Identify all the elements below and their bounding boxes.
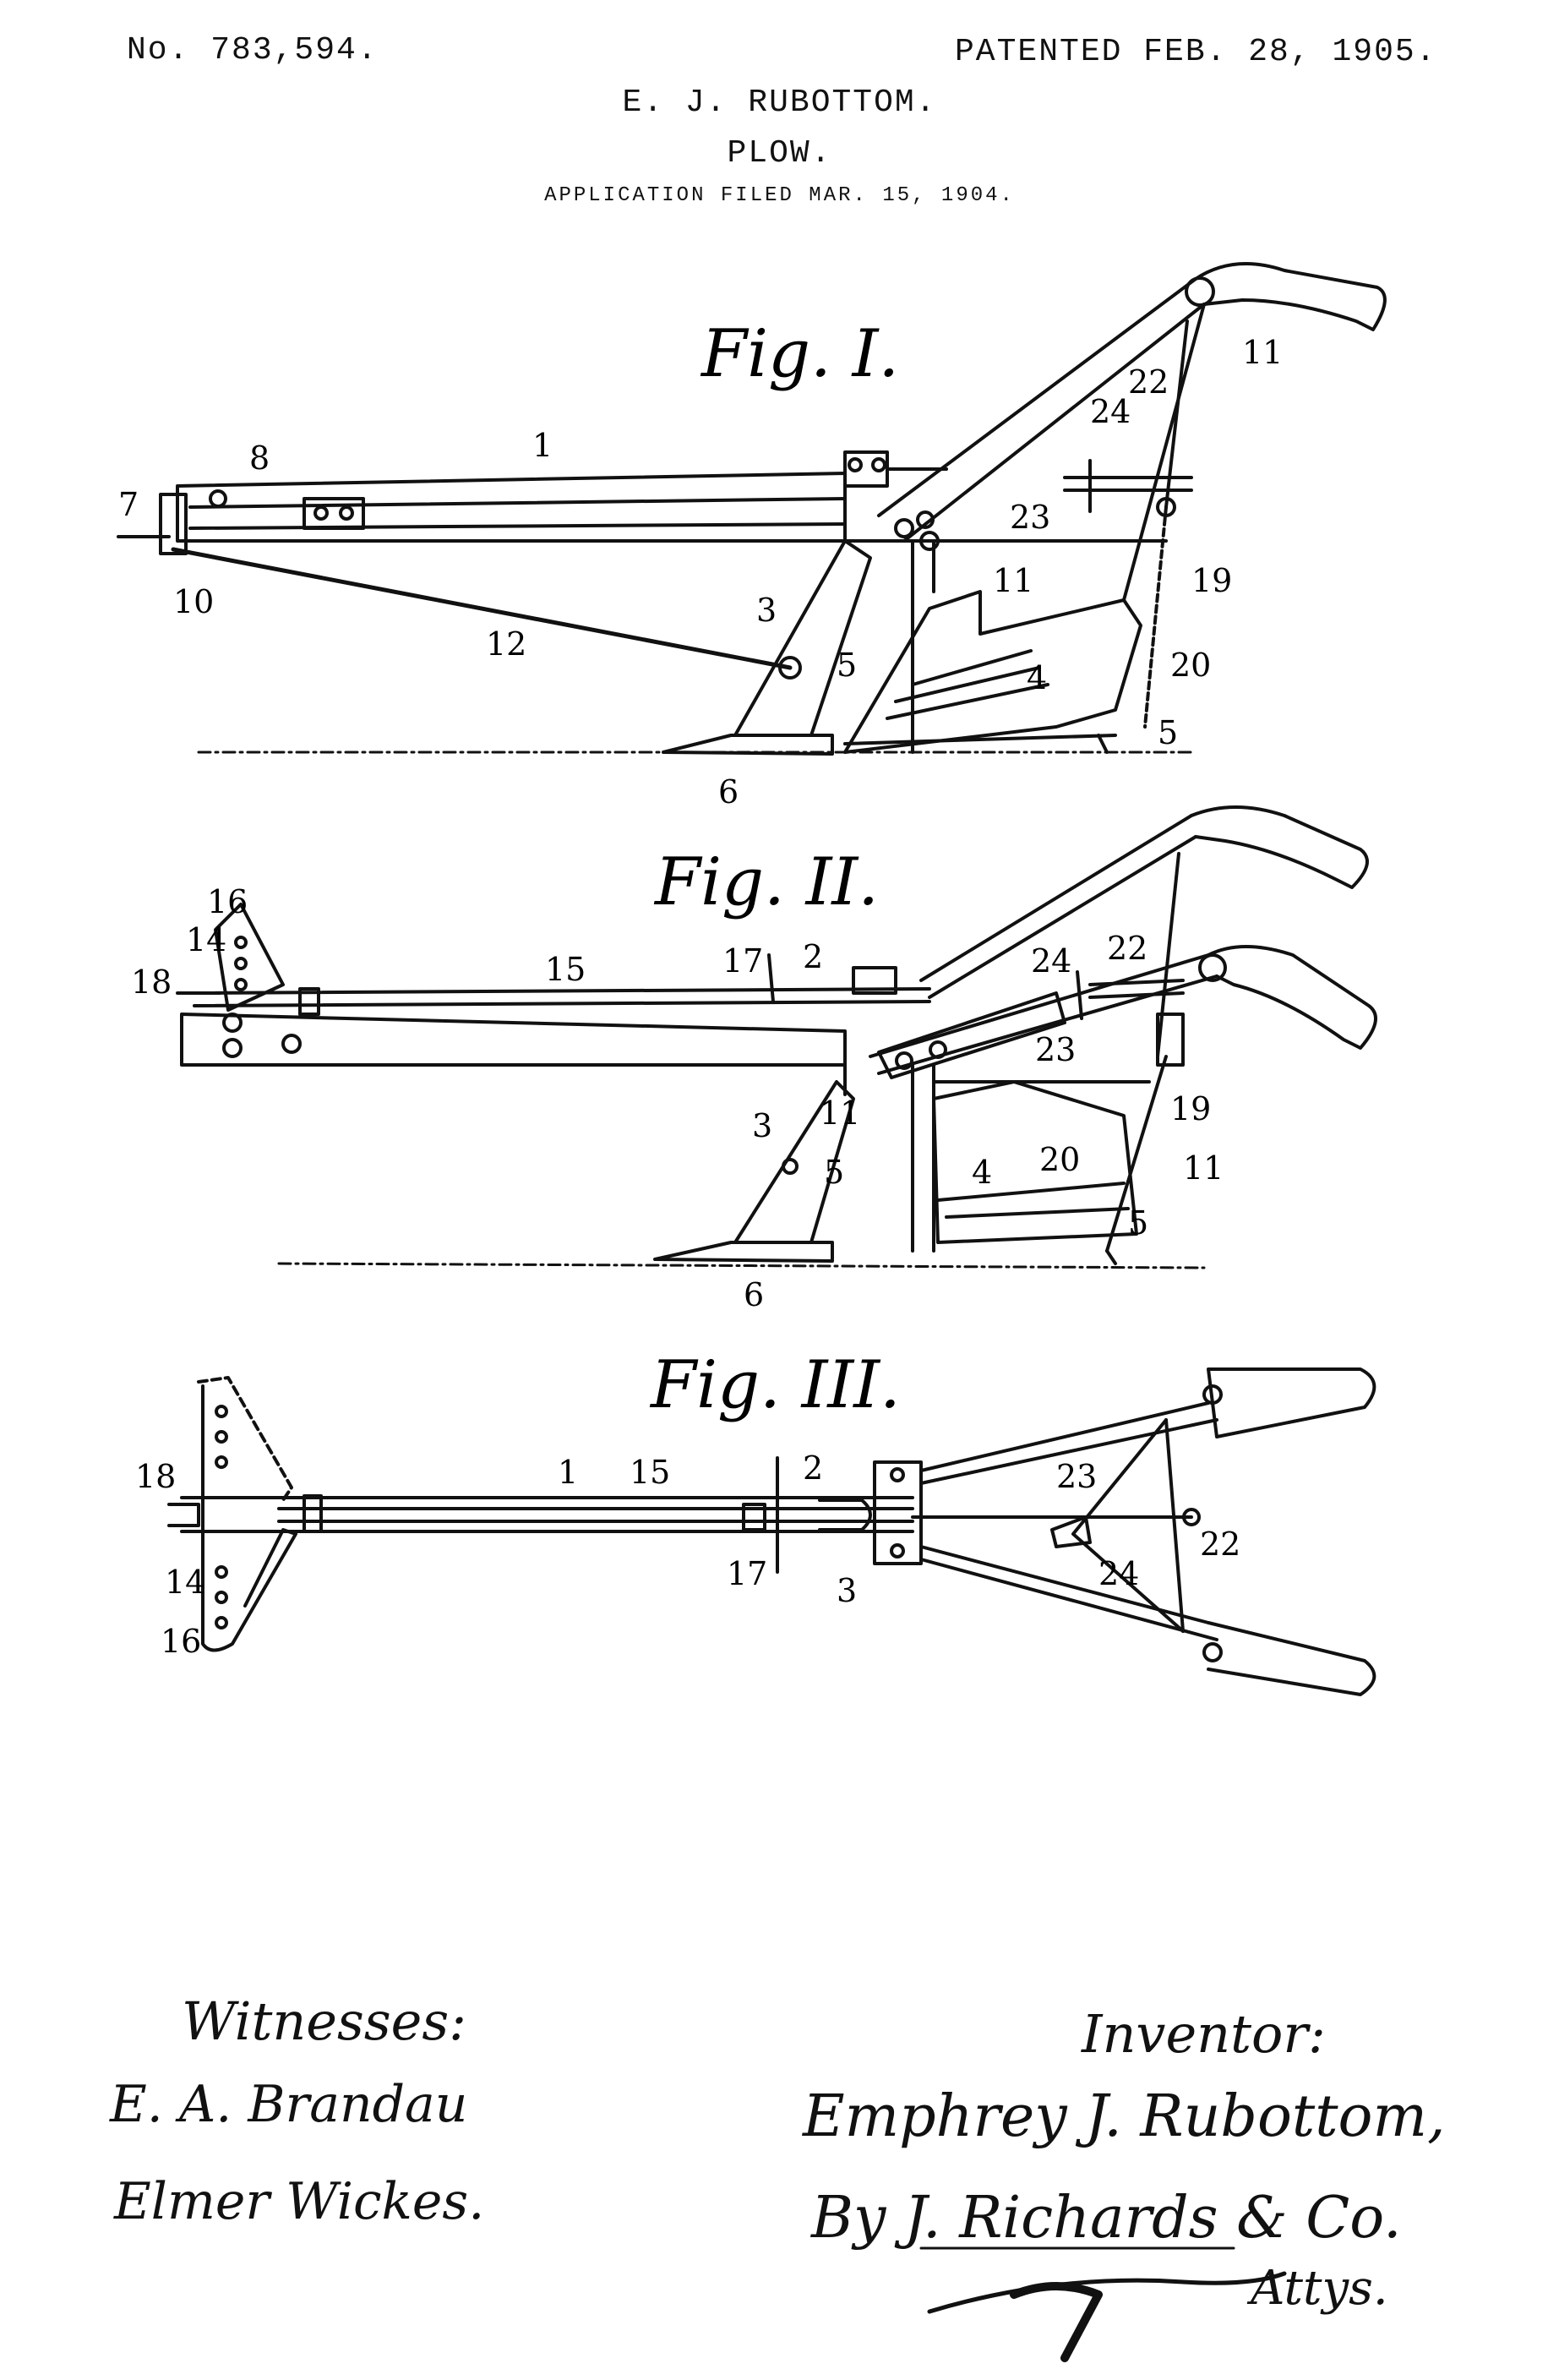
witness-1-signature: E. A. Brandau: [110, 2075, 468, 2134]
fig2-label-15: 15: [545, 951, 586, 988]
fig2-label-3: 3: [752, 1107, 772, 1144]
inventor-signature: Emphrey J. Rubottom,: [803, 2083, 1446, 2150]
fig2-label-4: 4: [972, 1154, 992, 1191]
fig2-label-5b: 5: [1128, 1204, 1148, 1242]
fig2-label-14: 14: [186, 921, 226, 958]
fig1-label-22: 22: [1128, 363, 1169, 401]
figure-3-drawing: [167, 1367, 1376, 1696]
fig2-label-17: 17: [722, 942, 763, 980]
inventor-name: E. J. RUBOTTOM.: [622, 85, 937, 121]
fig2-label-16: 16: [207, 883, 248, 920]
fig3-label-22: 22: [1200, 1526, 1240, 1563]
fig2-label-24: 24: [1031, 942, 1071, 980]
fig1-label-3: 3: [756, 592, 777, 629]
patent-date: PATENTED FEB. 28, 1905.: [955, 34, 1437, 70]
fig3-label-1: 1: [558, 1454, 578, 1491]
application-filed: APPLICATION FILED MAR. 15, 1904.: [544, 184, 1015, 207]
figure-1-drawing: [117, 262, 1387, 756]
fig1-label-11b: 11: [1242, 334, 1283, 371]
fig2-label-11: 11: [820, 1094, 860, 1132]
fig2-label-22: 22: [1107, 930, 1147, 967]
fig3-label-14: 14: [165, 1564, 205, 1601]
fig1-label-1: 1: [532, 427, 553, 464]
fig1-label-8: 8: [249, 439, 270, 477]
witness-2-signature: Elmer Wickes.: [114, 2172, 485, 2231]
fig1-label-20: 20: [1170, 647, 1211, 684]
fig1-label-10: 10: [173, 583, 214, 620]
patent-title: PLOW.: [727, 135, 832, 172]
figure-2-drawing: [176, 805, 1377, 1269]
fig3-label-15: 15: [630, 1454, 670, 1491]
fig3-label-2: 2: [803, 1449, 823, 1487]
fig3-label-23: 23: [1056, 1458, 1097, 1495]
fig1-label-4: 4: [1027, 659, 1047, 696]
fig3-label-24: 24: [1098, 1555, 1139, 1592]
fig3-label-17: 17: [727, 1555, 767, 1592]
inventor-heading: Inventor:: [1082, 2003, 1326, 2065]
fig2-label-18: 18: [131, 963, 172, 1001]
fig1-label-11: 11: [993, 562, 1033, 599]
fig2-label-20: 20: [1039, 1141, 1080, 1178]
fig2-label-23: 23: [1035, 1031, 1076, 1068]
fig3-label-18: 18: [135, 1458, 176, 1495]
signature-flourish: [919, 2246, 1287, 2362]
attorney-suffix: Attys.: [1251, 2261, 1388, 2316]
fig2-label-11b: 11: [1183, 1149, 1224, 1187]
fig3-label-16: 16: [161, 1623, 201, 1660]
figure-3-title: Fig. III.: [649, 1347, 901, 1423]
fig2-label-6: 6: [744, 1276, 764, 1313]
fig1-label-19: 19: [1191, 562, 1232, 599]
fig1-label-23: 23: [1010, 499, 1050, 536]
fig3-label-3: 3: [837, 1572, 857, 1609]
fig1-label-24: 24: [1090, 393, 1131, 430]
fig1-label-12: 12: [486, 625, 526, 663]
fig1-label-5b: 5: [1158, 714, 1178, 751]
fig1-label-5: 5: [837, 647, 857, 684]
figure-1-title: Fig. I.: [700, 316, 899, 392]
witnesses-heading: Witnesses:: [182, 1990, 467, 2052]
fig2-label-2: 2: [803, 938, 823, 975]
fig2-label-5: 5: [824, 1154, 844, 1191]
fig1-label-7: 7: [118, 486, 139, 523]
figure-2-title: Fig. II.: [653, 844, 879, 920]
attorney-signature: By J. Richards & Co.: [811, 2185, 1402, 2252]
fig1-label-6: 6: [718, 773, 739, 811]
fig2-label-19: 19: [1170, 1090, 1211, 1127]
patent-number: No. 783,594.: [127, 32, 379, 68]
